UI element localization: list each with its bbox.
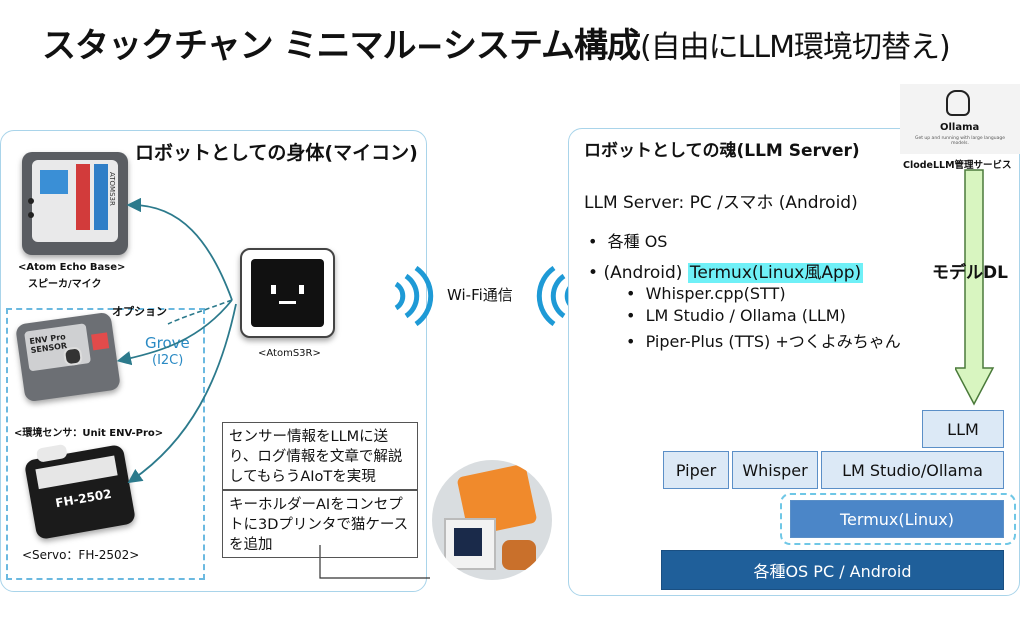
note-aiot: センサー情報をLLMに送り、ログ情報を文章で解説してもらうAIoTを実現: [222, 422, 418, 490]
wifi-label: Wi-Fi通信: [447, 286, 513, 304]
body-panel-title: ロボットとしての身体(マイコン): [135, 142, 418, 164]
i2c-label: (I2C): [152, 353, 184, 368]
page-title: スタックチャン ミニマル−システム構成(自由にLLM環境切替え): [42, 18, 951, 67]
sub-bullet-3-text: Piper-Plus (TTS) +つくよみちゃん: [645, 332, 901, 351]
stack-llm: LLM: [922, 410, 1004, 448]
soul-panel-title: ロボットとしての魂(LLM Server): [584, 141, 860, 161]
bullet-android: • (Android) Termux(Linux風App): [588, 263, 864, 283]
stack-whisper: Whisper: [732, 451, 818, 489]
cat-robot-photo: [432, 460, 552, 580]
bullet-android-prefix: (Android): [603, 263, 683, 283]
servo-label: <Servo：FH-2502>: [22, 548, 140, 562]
atom-echo-base-image: ATOMS3R: [22, 152, 128, 255]
ollama-tagline: Get up and running with large language m…: [914, 136, 1006, 146]
termux-dashed-outline: [780, 493, 1016, 545]
title-main: スタックチャン ミニマル−システム構成: [42, 26, 641, 66]
bullet-os-text: 各種 OS: [607, 232, 668, 251]
env-label: <環境センサ：Unit ENV-Pro>: [14, 428, 164, 439]
note-keyholder: キーホルダーAIをコンセプトに3Dプリンタで猫ケースを追加: [222, 490, 418, 558]
echo-sub-label: スピーカ/マイク: [28, 279, 102, 290]
note-keyholder-text: キーホルダーAIをコンセプトに3Dプリンタで猫ケースを追加: [229, 497, 409, 553]
ollama-caption: ClodeLLM管理サービス: [903, 160, 1012, 171]
atoms3r-label: <AtomS3R>: [258, 348, 321, 359]
sub-bullet-1-text: Whisper.cpp(STT): [645, 284, 786, 303]
wifi-icon-left: [394, 266, 434, 326]
connection-lines: [116, 197, 430, 579]
echo-label: <Atom Echo Base>: [18, 262, 126, 273]
echo-model-text: ATOMS3R: [108, 172, 116, 206]
model-dl-label: モデルDL: [932, 263, 1008, 283]
stack-termux: Termux(Linux): [790, 500, 1004, 538]
stack-lmstudio: LM Studio/Ollama: [821, 451, 1004, 489]
atoms3r-image: [240, 248, 335, 338]
sub-bullet-2: • LM Studio / Ollama (LLM): [626, 306, 846, 325]
sub-bullet-1: • Whisper.cpp(STT): [626, 284, 786, 303]
llama-icon: [946, 90, 970, 116]
sub-bullet-3: • Piper-Plus (TTS) +つくよみちゃん: [626, 332, 901, 351]
model-dl-arrow: [955, 169, 995, 406]
termux-highlight: Termux(Linux風App): [687, 263, 864, 283]
grove-label: Grove: [145, 334, 190, 352]
ollama-logo-text: Ollama: [940, 122, 980, 133]
note-aiot-text: センサー情報をLLMに送り、ログ情報を文章で解説してもらうAIoTを実現: [229, 429, 403, 485]
bullet-os: • 各種 OS: [588, 232, 668, 251]
title-sub: (自由にLLM環境切替え): [639, 30, 951, 65]
options-dashed-box: [6, 308, 205, 580]
ollama-logo-box: Ollama Get up and running with large lan…: [900, 84, 1020, 154]
sub-bullet-2-text: LM Studio / Ollama (LLM): [645, 306, 846, 325]
stack-piper: Piper: [663, 451, 729, 489]
server-line: LLM Server: PC /スマホ (Android): [584, 193, 858, 213]
option-label: オプション: [112, 305, 167, 318]
stack-os: 各種OS PC / Android: [661, 550, 1004, 590]
